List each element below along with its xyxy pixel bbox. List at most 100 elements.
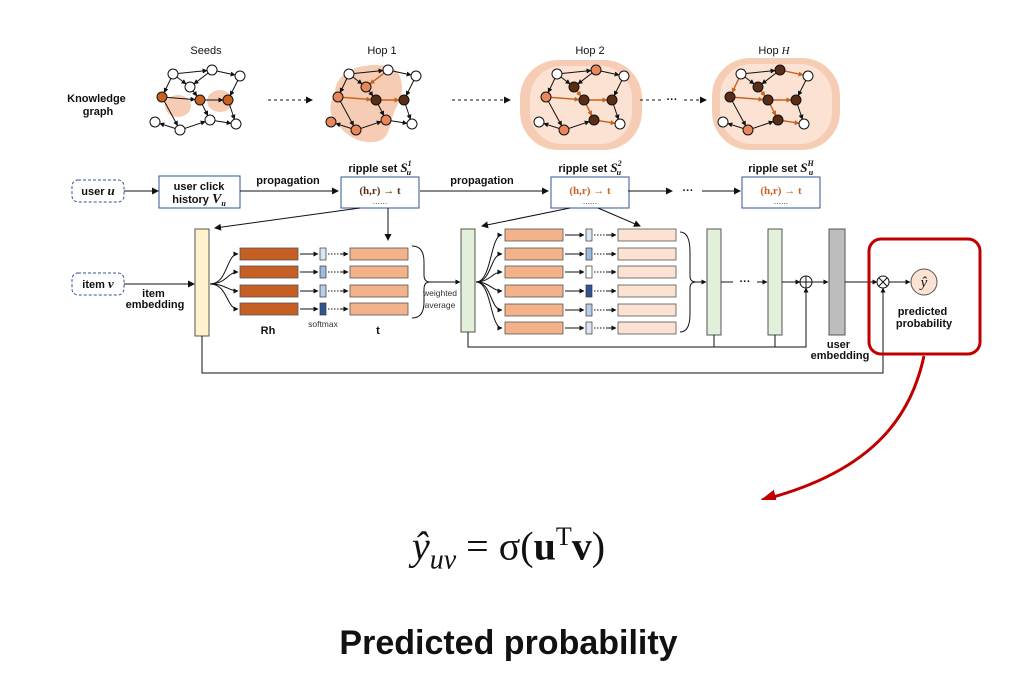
- softmax-cell: [585, 247, 593, 261]
- graph-0: [149, 64, 246, 136]
- rh-bar: [504, 284, 564, 298]
- graph-node: [325, 116, 337, 128]
- rh-bar: [504, 321, 564, 335]
- ripple-ellipsis: ···: [683, 185, 694, 197]
- attention-row: [239, 265, 409, 279]
- hopH-label: Hop H: [758, 45, 790, 57]
- t-bar: [617, 228, 677, 242]
- graph-edge: [172, 68, 208, 75]
- skip-connection-1: [467, 287, 809, 348]
- propagation-label-1: propagation: [256, 175, 320, 187]
- graph-node: [380, 114, 392, 126]
- graph-node: [752, 81, 764, 93]
- softmax-cell: [319, 265, 327, 279]
- graph-node: [332, 91, 344, 103]
- t-bar: [617, 265, 677, 279]
- graph-node: [742, 124, 754, 136]
- t-bar: [349, 247, 409, 261]
- fan-3: [209, 283, 239, 294]
- user-embedding-bar: [828, 228, 846, 336]
- hop1-label: Hop 1: [367, 45, 396, 57]
- rh-bar: [504, 228, 564, 242]
- graph-edge: [545, 96, 580, 102]
- graph-edge: [161, 96, 196, 102]
- graph-node: [204, 114, 216, 126]
- softmax-cell: [585, 284, 593, 298]
- seeds-label: Seeds: [190, 45, 222, 57]
- softmax-cell: [585, 228, 593, 242]
- item-embedding-bar: [194, 228, 210, 337]
- fan2-3: [475, 269, 503, 283]
- graph-node: [606, 94, 618, 106]
- graph-node: [174, 124, 186, 136]
- weighted-brace-2: [679, 231, 697, 333]
- graph-node: [735, 68, 747, 80]
- click-history-line2: history Vu: [172, 192, 226, 208]
- graph-node: [772, 114, 784, 126]
- softmax-cell: [319, 247, 327, 261]
- graph-node: [184, 81, 196, 93]
- ripplenet-diagram: Seeds Hop 1 Hop 2 Hop H Knowledge graph …: [67, 45, 982, 500]
- knowledge-graph-label: Knowledge graph: [67, 93, 129, 118]
- propagation-label-2: propagation: [450, 175, 514, 187]
- graph-node: [370, 94, 382, 106]
- user-label: user u: [81, 183, 115, 198]
- ripple-box: [340, 176, 420, 209]
- ripple2-to-t-arrow: [597, 207, 641, 227]
- attention-row: [239, 247, 409, 261]
- t-bar: [349, 265, 409, 279]
- y-hat-node: [910, 268, 938, 296]
- fan2-6: [475, 281, 503, 331]
- t-bar: [617, 321, 677, 335]
- graph-node: [614, 118, 626, 130]
- graph-3: [717, 64, 814, 136]
- rh-label: Rh: [261, 325, 276, 337]
- ripple-formula: (h,r) → t: [760, 185, 802, 197]
- graph-node: [717, 116, 729, 128]
- rh-bar: [239, 265, 299, 279]
- hop2-output-bar: [706, 228, 722, 336]
- rh-bar: [504, 265, 564, 279]
- graph-edge: [348, 68, 384, 75]
- predicted-probability-label: predicted probability: [896, 306, 953, 330]
- user-box: [71, 179, 125, 203]
- graph-node: [798, 118, 810, 130]
- item-label: item v: [82, 276, 114, 291]
- ripple1-to-rh-arrow: [214, 207, 361, 231]
- ripple2-to-rh-arrow: [481, 207, 571, 229]
- softmax-cell: [585, 265, 593, 279]
- graph-node: [206, 64, 218, 76]
- graph-edge: [556, 68, 592, 75]
- ripple-formula: (h,r) → t: [569, 185, 611, 197]
- fan-1: [209, 251, 239, 285]
- hop2-halo-inner: [530, 66, 632, 144]
- graph-node: [618, 70, 630, 82]
- click-history-box: [158, 175, 241, 209]
- graph-node: [222, 94, 234, 106]
- t-bar: [617, 284, 677, 298]
- network-ellipsis: ···: [740, 276, 751, 288]
- graph-node: [398, 94, 410, 106]
- rh-bar: [239, 247, 299, 261]
- rh-bar: [504, 247, 564, 261]
- fan-4: [209, 283, 239, 312]
- fan2-1: [475, 232, 503, 283]
- attention-row: [239, 302, 409, 316]
- graph-node: [167, 68, 179, 80]
- click-history-line1: user click: [174, 181, 226, 193]
- highlight-arrow: [760, 355, 926, 500]
- graph-node: [360, 81, 372, 93]
- item-to-product-line: [201, 287, 886, 374]
- t-bar: [617, 247, 677, 261]
- graph-node: [590, 64, 602, 76]
- graph-node: [588, 114, 600, 126]
- graph-node: [406, 118, 418, 130]
- t-bar: [617, 303, 677, 317]
- ripple-dots: ......: [373, 196, 387, 206]
- softmax-cell: [319, 284, 327, 298]
- rh-bar: [239, 302, 299, 316]
